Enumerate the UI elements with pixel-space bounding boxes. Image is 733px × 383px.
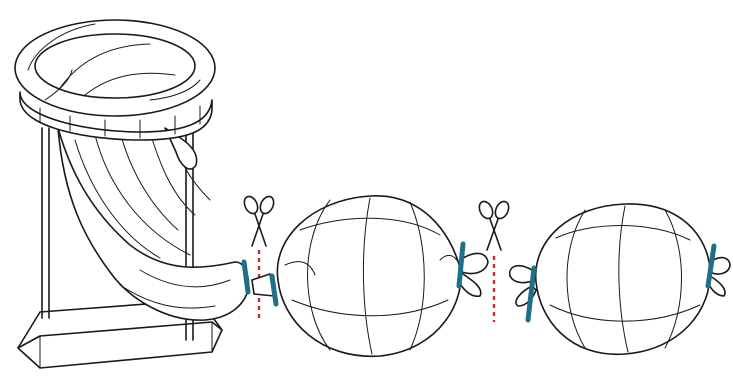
tie-2 xyxy=(272,276,276,304)
tied-bag-segment-2 xyxy=(510,204,730,354)
scissors-icon-1 xyxy=(242,194,276,246)
scissors-icon-2 xyxy=(477,199,511,250)
tied-bag-segment-1 xyxy=(277,196,488,356)
stand-ring xyxy=(15,20,215,140)
bag-in-stand xyxy=(15,20,248,320)
